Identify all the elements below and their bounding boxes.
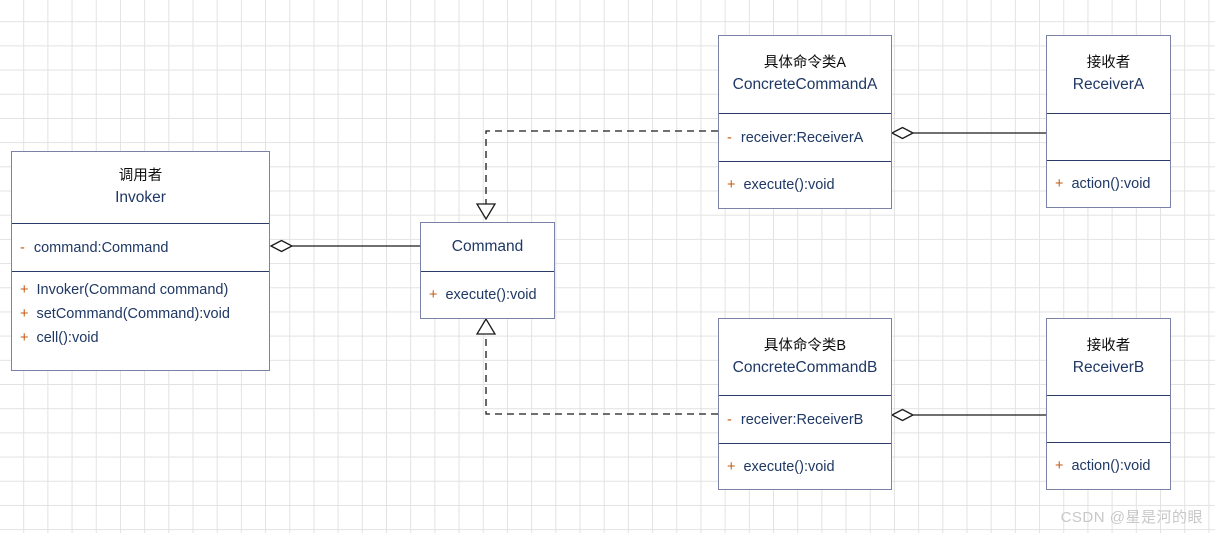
aggregation-diamond-invoker [269, 239, 294, 253]
class-header-receiver-b: 接收者 ReceiverB [1047, 319, 1170, 395]
watermark-text: CSDN @星是河的眼 [1060, 509, 1203, 526]
edge-ccb-command[interactable] [475, 317, 718, 415]
class-methods-invoker: + Invoker(Command command) + setCommand(… [12, 271, 269, 370]
realization-line-cca-command [485, 130, 718, 204]
class-header-command: Command [421, 223, 554, 271]
class-methods-concrete-command-a: + execute():void [719, 161, 891, 208]
method-row: + Invoker(Command command) [20, 282, 229, 298]
method-row: + execute():void [727, 458, 835, 475]
class-header-concrete-command-a: 具体命令类A ConcreteCommandA [719, 36, 891, 113]
method-row: + action():void [1055, 176, 1151, 192]
class-title-en-concrete-command-b: ConcreteCommandB [732, 358, 878, 376]
class-methods-receiver-a: + action():void [1047, 160, 1170, 207]
realization-triangle-ccb [475, 317, 497, 335]
class-title-zh-concrete-command-b: 具体命令类B [763, 337, 847, 354]
method-row: + execute():void [727, 177, 835, 193]
class-attributes-concrete-command-a: - receiver:ReceiverA [719, 113, 891, 161]
realization-line-ccb-command [485, 334, 718, 415]
class-title-en-receiver-a: ReceiverA [1072, 76, 1145, 93]
aggregation-diamond-cca [890, 126, 915, 140]
class-box-receiver-a[interactable]: 接收者 ReceiverA + action():void [1046, 35, 1171, 208]
class-attributes-receiver-b [1047, 395, 1170, 442]
class-title-en-invoker: Invoker [115, 189, 166, 206]
class-box-invoker[interactable]: 调用者 Invoker - command:Command + Invoker(… [11, 151, 270, 371]
edge-ccb-receiver-b[interactable] [890, 408, 1046, 422]
class-methods-concrete-command-b: + execute():void [719, 443, 891, 489]
attribute-row: - receiver:ReceiverB [727, 411, 864, 428]
class-header-receiver-a: 接收者 ReceiverA [1047, 36, 1170, 113]
method-row: + execute():void [429, 287, 537, 303]
class-attributes-concrete-command-b: - receiver:ReceiverB [719, 395, 891, 443]
class-attributes-receiver-a [1047, 113, 1170, 160]
edge-invoker-command[interactable] [269, 239, 420, 253]
class-header-concrete-command-b: 具体命令类B ConcreteCommandB [719, 319, 891, 395]
class-title-zh-invoker: 调用者 [118, 168, 163, 184]
method-row: + setCommand(Command):void [20, 306, 230, 322]
class-title-zh-receiver-b: 接收者 [1086, 337, 1131, 354]
class-attributes-invoker: - command:Command [12, 223, 269, 271]
class-methods-command: + execute():void [421, 271, 554, 318]
class-title-zh-concrete-command-a: 具体命令类A [763, 55, 847, 71]
attribute-row: - receiver:ReceiverA [727, 129, 864, 146]
class-box-concrete-command-b[interactable]: 具体命令类B ConcreteCommandB - receiver:Recei… [718, 318, 892, 490]
method-row: + cell():void [20, 330, 99, 346]
class-title-en-receiver-b: ReceiverB [1072, 358, 1145, 376]
attribute-row: - command:Command [20, 239, 169, 256]
aggregation-diamond-ccb [890, 408, 915, 422]
class-title-zh-receiver-a: 接收者 [1086, 55, 1131, 71]
method-row: + action():void [1055, 458, 1151, 474]
realization-triangle-cca [475, 203, 497, 221]
edge-cca-receiver-a[interactable] [890, 126, 1046, 140]
class-box-command[interactable]: Command + execute():void [420, 222, 555, 319]
class-header-invoker: 调用者 Invoker [12, 152, 269, 223]
class-box-receiver-b[interactable]: 接收者 ReceiverB + action():void [1046, 318, 1171, 490]
class-title-en-command: Command [451, 238, 524, 255]
class-box-concrete-command-a[interactable]: 具体命令类A ConcreteCommandA - receiver:Recei… [718, 35, 892, 209]
class-methods-receiver-b: + action():void [1047, 442, 1170, 489]
class-title-en-concrete-command-a: ConcreteCommandA [732, 76, 878, 93]
edge-cca-command[interactable] [475, 130, 718, 221]
